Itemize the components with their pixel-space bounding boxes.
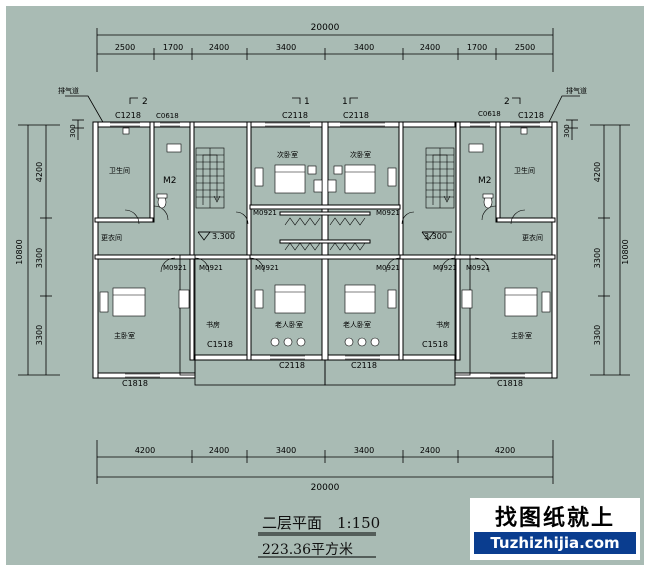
room-second-left: 次卧室 (277, 150, 298, 159)
door-m2-right: M2 (478, 176, 492, 186)
dim-bottom-seg-6: 4200 (495, 446, 515, 455)
drawing-title: 二层平面 1:150 (262, 514, 381, 532)
top-dimension-group (96, 28, 554, 72)
dim-right-seg-1: 4200 (593, 162, 602, 182)
right-dimension-group (566, 119, 630, 376)
exhaust-leaders (65, 95, 580, 125)
bottom-dimension-group (96, 440, 554, 484)
bathroom-fixtures (122, 127, 528, 209)
dim-top-seg-2: 1700 (163, 43, 183, 52)
door-swings (124, 205, 526, 273)
walls (92, 121, 558, 379)
window-c1518-right: C1518 (422, 340, 448, 349)
door-m0921-stair-left: M0921 (253, 209, 277, 217)
dim-bottom-seg-1: 4200 (135, 446, 155, 455)
window-c2118-bottom-left: C2118 (279, 361, 305, 370)
axis-markers (129, 97, 521, 104)
axis-label-1-left: 1 (304, 97, 310, 107)
dim-top-total: 20000 (311, 23, 340, 33)
dim-top-seg-6: 2400 (420, 43, 440, 52)
room-toilet-right: 卫生间 (514, 166, 535, 175)
dim-left-seg-1: 4200 (35, 162, 44, 182)
door-m2-left: M2 (163, 176, 177, 186)
dim-right-small: 300 (563, 124, 571, 137)
window-c1218-right: C1218 (518, 111, 544, 120)
balconies (179, 254, 471, 386)
dim-left-total: 10800 (15, 239, 24, 264)
dim-bottom-seg-4: 3400 (354, 446, 374, 455)
door-m0921-stair-right: M0921 (376, 209, 400, 217)
dim-top-seg-5: 3400 (354, 43, 374, 52)
door-m0921-left-c: M0921 (255, 264, 279, 272)
dim-right-total: 10800 (621, 239, 630, 264)
door-m0921-right-a: M0921 (466, 264, 490, 272)
dim-top-seg-3: 2400 (209, 43, 229, 52)
room-master-left: 主卧室 (114, 331, 135, 340)
area-underline (258, 556, 376, 558)
dim-bottom-total: 20000 (311, 483, 340, 493)
axis-label-2-left: 2 (142, 97, 148, 107)
dim-left-small: 300 (69, 124, 77, 137)
window-c0618-left: C0618 (156, 112, 179, 120)
window-c1518-left: C1518 (207, 340, 233, 349)
window-c1218-left: C1218 (115, 111, 141, 120)
room-dressing-right: 更衣间 (522, 233, 543, 242)
brand-url: Tuzhizhijia.com (474, 532, 636, 554)
elevation-markers (197, 231, 452, 241)
door-m0921-right-c: M0921 (376, 264, 400, 272)
dim-top-seg-8: 2500 (515, 43, 535, 52)
door-m0921-right-b: M0921 (433, 264, 457, 272)
windows-group (110, 122, 540, 378)
room-study-right: 书房 (436, 320, 450, 329)
room-master-right: 主卧室 (511, 331, 532, 340)
title-underline (258, 532, 376, 536)
floor-area: 223.36平方米 (262, 542, 353, 558)
axis-label-2-right: 2 (504, 97, 510, 107)
brand-name: 找图纸就上 (494, 506, 615, 531)
dim-left-seg-2: 3300 (35, 248, 44, 268)
stair-right (425, 147, 455, 209)
dim-right-seg-2: 3300 (593, 248, 602, 268)
dim-top-seg-7: 1700 (467, 43, 487, 52)
central-railing (284, 217, 366, 251)
window-c2118-bottom-right: C2118 (351, 361, 377, 370)
window-c0618-right: C0618 (478, 110, 501, 118)
room-elder-right: 老人卧室 (343, 320, 371, 329)
dim-bottom-seg-5: 2400 (420, 446, 440, 455)
stair-left (195, 147, 225, 209)
door-m0921-left-a: M0921 (163, 264, 187, 272)
watermark-brand: 找图纸就上 Tuzhizhijia.com (470, 498, 640, 560)
window-c1818-left: C1818 (122, 379, 148, 388)
room-study-left: 书房 (206, 320, 220, 329)
elevation-right: 3.300 (424, 232, 447, 241)
room-toilet-left: 卫生间 (109, 166, 130, 175)
dim-right-seg-3: 3300 (593, 325, 602, 345)
left-dimension-group (18, 119, 84, 376)
window-c1818-right: C1818 (497, 379, 523, 388)
room-dressing-left: 更衣间 (101, 233, 122, 242)
furniture (99, 164, 551, 347)
window-c2118-right: C2118 (343, 111, 369, 120)
dim-bottom-seg-3: 3400 (276, 446, 296, 455)
axis-label-1-right: 1 (342, 97, 348, 107)
room-second-right: 次卧室 (350, 150, 371, 159)
dim-left-seg-3: 3300 (35, 325, 44, 345)
elevation-left: 3.300 (212, 232, 235, 241)
door-m0921-left-b: M0921 (199, 264, 223, 272)
exhaust-label-right: 排气道 (566, 86, 587, 95)
room-elder-left: 老人卧室 (275, 320, 303, 329)
window-c2118-left: C2118 (282, 111, 308, 120)
dim-top-seg-4: 3400 (276, 43, 296, 52)
dim-top-seg-1: 2500 (115, 43, 135, 52)
dim-bottom-seg-2: 2400 (209, 446, 229, 455)
exhaust-label-left: 排气道 (58, 86, 79, 95)
